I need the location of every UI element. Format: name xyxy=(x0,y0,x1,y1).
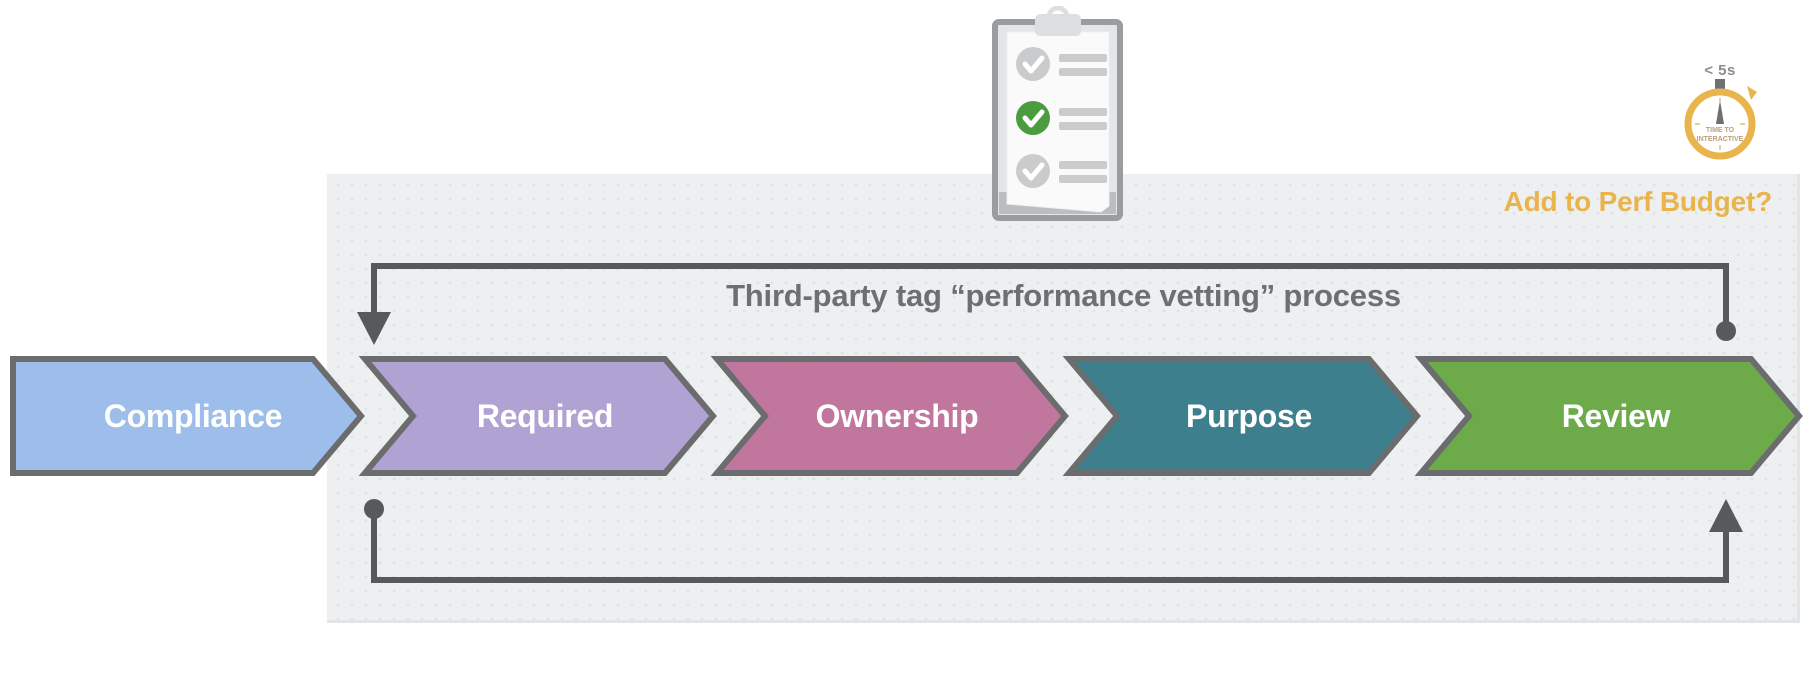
stage-label: Purpose xyxy=(1186,397,1312,434)
stopwatch-dial-line2: INTERACTIVE xyxy=(1697,136,1744,143)
diagram-title: Third-party tag “performance vetting” pr… xyxy=(726,278,1401,313)
stage-purpose[interactable]: Purpose xyxy=(1066,356,1418,476)
stage-label: Required xyxy=(476,397,614,434)
stage-compliance[interactable]: Compliance xyxy=(10,356,362,476)
stage-label: Review xyxy=(1561,397,1671,434)
stopwatch-dial-line1: TIME TO xyxy=(1706,127,1735,134)
stopwatch-caption: < 5s xyxy=(1704,62,1736,79)
clipboard-icon xyxy=(985,6,1130,228)
stage-label: Ownership xyxy=(815,397,979,434)
clipboard-check-3 xyxy=(1016,154,1107,188)
stage-required[interactable]: Required xyxy=(362,356,714,476)
stage-review[interactable]: Review xyxy=(1418,356,1800,476)
clipboard-check-1 xyxy=(1016,47,1107,81)
clipboard-check-2 xyxy=(1016,101,1107,135)
stage-label: Compliance xyxy=(103,397,283,434)
process-steps: Compliance Required Ownership Purpose Re xyxy=(0,356,1810,476)
perf-budget-label: Add to Perf Budget? xyxy=(1503,186,1773,217)
stopwatch-icon: TIME TO INTERACTIVE < 5s xyxy=(1665,62,1775,167)
stage-ownership[interactable]: Ownership xyxy=(714,356,1066,476)
